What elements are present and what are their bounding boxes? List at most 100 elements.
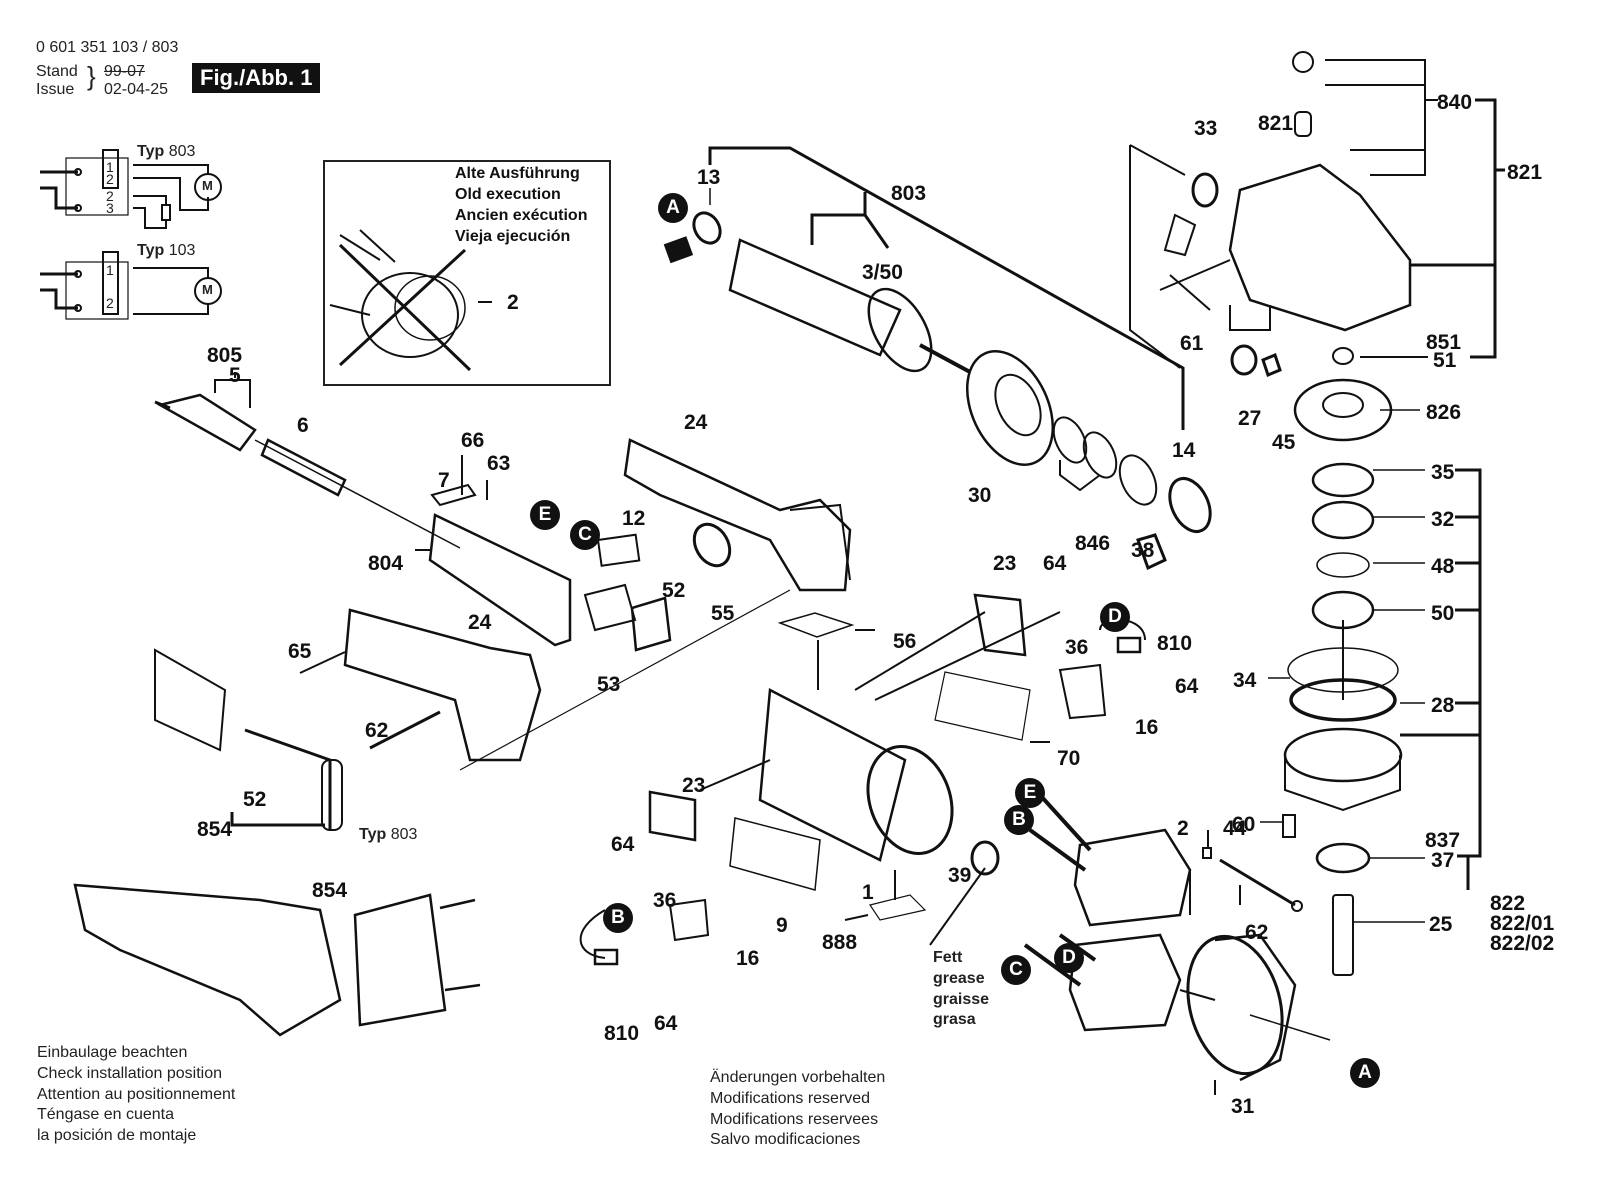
wiring-803-terminal: 2 — [106, 171, 114, 187]
wiring-diagram-103 — [40, 251, 222, 320]
part-label: 821 — [1258, 112, 1294, 135]
wiring-103-type: Typ 103 — [137, 241, 195, 262]
part-label: 52 — [662, 579, 686, 602]
wiring-803-terminal: 2 — [106, 188, 114, 204]
wiring-803-terminal: 3 — [106, 200, 114, 216]
motor-symbol-803: M — [202, 178, 213, 193]
installation-sketch — [73, 883, 481, 1037]
part-label: 24 — [684, 411, 708, 434]
part-label: 39 — [948, 864, 972, 887]
spindle-stack-drawing — [1230, 344, 1403, 976]
issue-label: Issue — [36, 81, 75, 98]
stand-value: 99-07 — [104, 63, 145, 80]
part-label: 805 — [207, 344, 243, 367]
wiring-103-terminal: 1 — [106, 262, 114, 278]
part-label: 846 — [1075, 532, 1111, 555]
part-label: 810 — [604, 1022, 640, 1045]
part-label: 37 — [1431, 849, 1455, 872]
part-label: 64 — [654, 1012, 678, 1035]
part-label: 60 — [1232, 813, 1256, 836]
armature-drawing — [663, 211, 971, 374]
modifications-note-line: Änderungen vorbehalten — [710, 1069, 886, 1086]
part-label: 35 — [1431, 461, 1455, 484]
part-label: 854 — [312, 879, 348, 902]
part-label: 804 — [368, 552, 404, 575]
part-label: 55 — [711, 602, 735, 625]
old-execution-es: Vieja ejecución — [455, 228, 571, 245]
part-label: 36 — [653, 889, 677, 912]
callout-a: A — [1350, 1058, 1380, 1088]
part-label: 822/02 — [1490, 932, 1555, 955]
old-execution-en: Old execution — [455, 186, 561, 203]
modifications-note: Änderungen vorbehalten Modifications res… — [710, 1068, 885, 1151]
part-label: 36 — [1065, 636, 1089, 659]
armature-leader-lines — [708, 146, 1185, 430]
issue-value: 02-04-25 — [104, 81, 169, 98]
part-label: 64 — [1043, 552, 1067, 575]
motor-symbol-103: M — [202, 282, 213, 297]
fan-cover-drawing — [1179, 933, 1331, 1095]
part-label: 63 — [487, 452, 511, 475]
part-label: 65 — [288, 640, 312, 663]
part-label: 854 — [197, 818, 233, 841]
part-label: 6 — [297, 414, 309, 437]
modifications-note-line: Modifications reserved — [710, 1089, 871, 1107]
old-execution-de: Alte Ausführung — [455, 165, 580, 182]
power-cord-drawing — [154, 372, 461, 549]
part-label: 64 — [611, 833, 635, 856]
part-label: 48 — [1431, 555, 1455, 578]
part-label: 12 — [622, 507, 646, 530]
modifications-note-line: Modifications reservees — [710, 1110, 879, 1128]
wiring-803-type-label: Typ — [137, 143, 165, 160]
figure-badge: Fig./Abb. 1 — [192, 63, 321, 94]
part-label: 826 — [1426, 401, 1462, 424]
part-label: 32 — [1431, 508, 1455, 531]
handle-housing-upper-drawing — [623, 438, 852, 592]
part-label: 25 — [1429, 913, 1453, 936]
wiring-103-type-label: Typ — [137, 242, 165, 259]
install-note-line: Check installation position — [37, 1064, 222, 1082]
gear-housing-drawing — [1129, 51, 1505, 369]
part-label: 23 — [993, 552, 1017, 575]
part-label: 2 — [1177, 817, 1189, 840]
callout-b: B — [603, 903, 633, 933]
part-label: 38 — [1131, 539, 1155, 562]
old-execution-part: 2 — [507, 291, 519, 314]
install-note: Einbaulage beachten Check installation p… — [37, 1043, 235, 1147]
old-stator-drawing — [329, 229, 492, 372]
wiring-103-terminal: 2 — [106, 295, 114, 311]
part-label: 24 — [468, 611, 492, 634]
part-label: 50 — [1431, 602, 1455, 625]
part-label: 13 — [697, 166, 721, 189]
part-number: 0 601 351 103 / 803 — [36, 39, 179, 56]
part-label: 840 — [1437, 91, 1473, 114]
part-label: 14 — [1172, 439, 1196, 462]
stand-label: Stand — [36, 63, 78, 80]
part-label: 7 — [438, 469, 450, 492]
part-label: 31 — [1231, 1095, 1255, 1118]
callout-e: E — [530, 500, 560, 530]
part-label: 30 — [968, 484, 992, 507]
old-execution-box — [323, 160, 611, 386]
part-label: 803 — [891, 182, 927, 205]
part-label: 70 — [1057, 747, 1081, 770]
brush-holder-drawing — [579, 593, 1146, 966]
spindle-leader-lines — [1260, 409, 1425, 923]
part-label: 5 — [229, 364, 241, 387]
install-note-line: la posición de montaje — [37, 1127, 197, 1145]
handle-housing-lower-drawing — [299, 589, 791, 771]
old-execution-fr: Ancien exécution — [455, 207, 588, 224]
callout-e: E — [1015, 778, 1045, 808]
typ803-value: 803 — [390, 826, 418, 843]
part-label: 53 — [597, 673, 621, 696]
bearing-plate-drawing — [965, 350, 1212, 571]
grease-note-line: grasa — [933, 1011, 976, 1029]
callout-a: A — [658, 193, 688, 223]
part-label: 66 — [461, 429, 485, 452]
part-label: 34 — [1233, 669, 1257, 692]
part-label: 888 — [822, 931, 858, 954]
part-label: 822/01 — [1490, 912, 1555, 935]
wiring-803-terminal: 1 — [106, 159, 114, 175]
part-label: 821 — [1507, 161, 1543, 184]
spindle-bracket-lines — [1400, 468, 1482, 890]
